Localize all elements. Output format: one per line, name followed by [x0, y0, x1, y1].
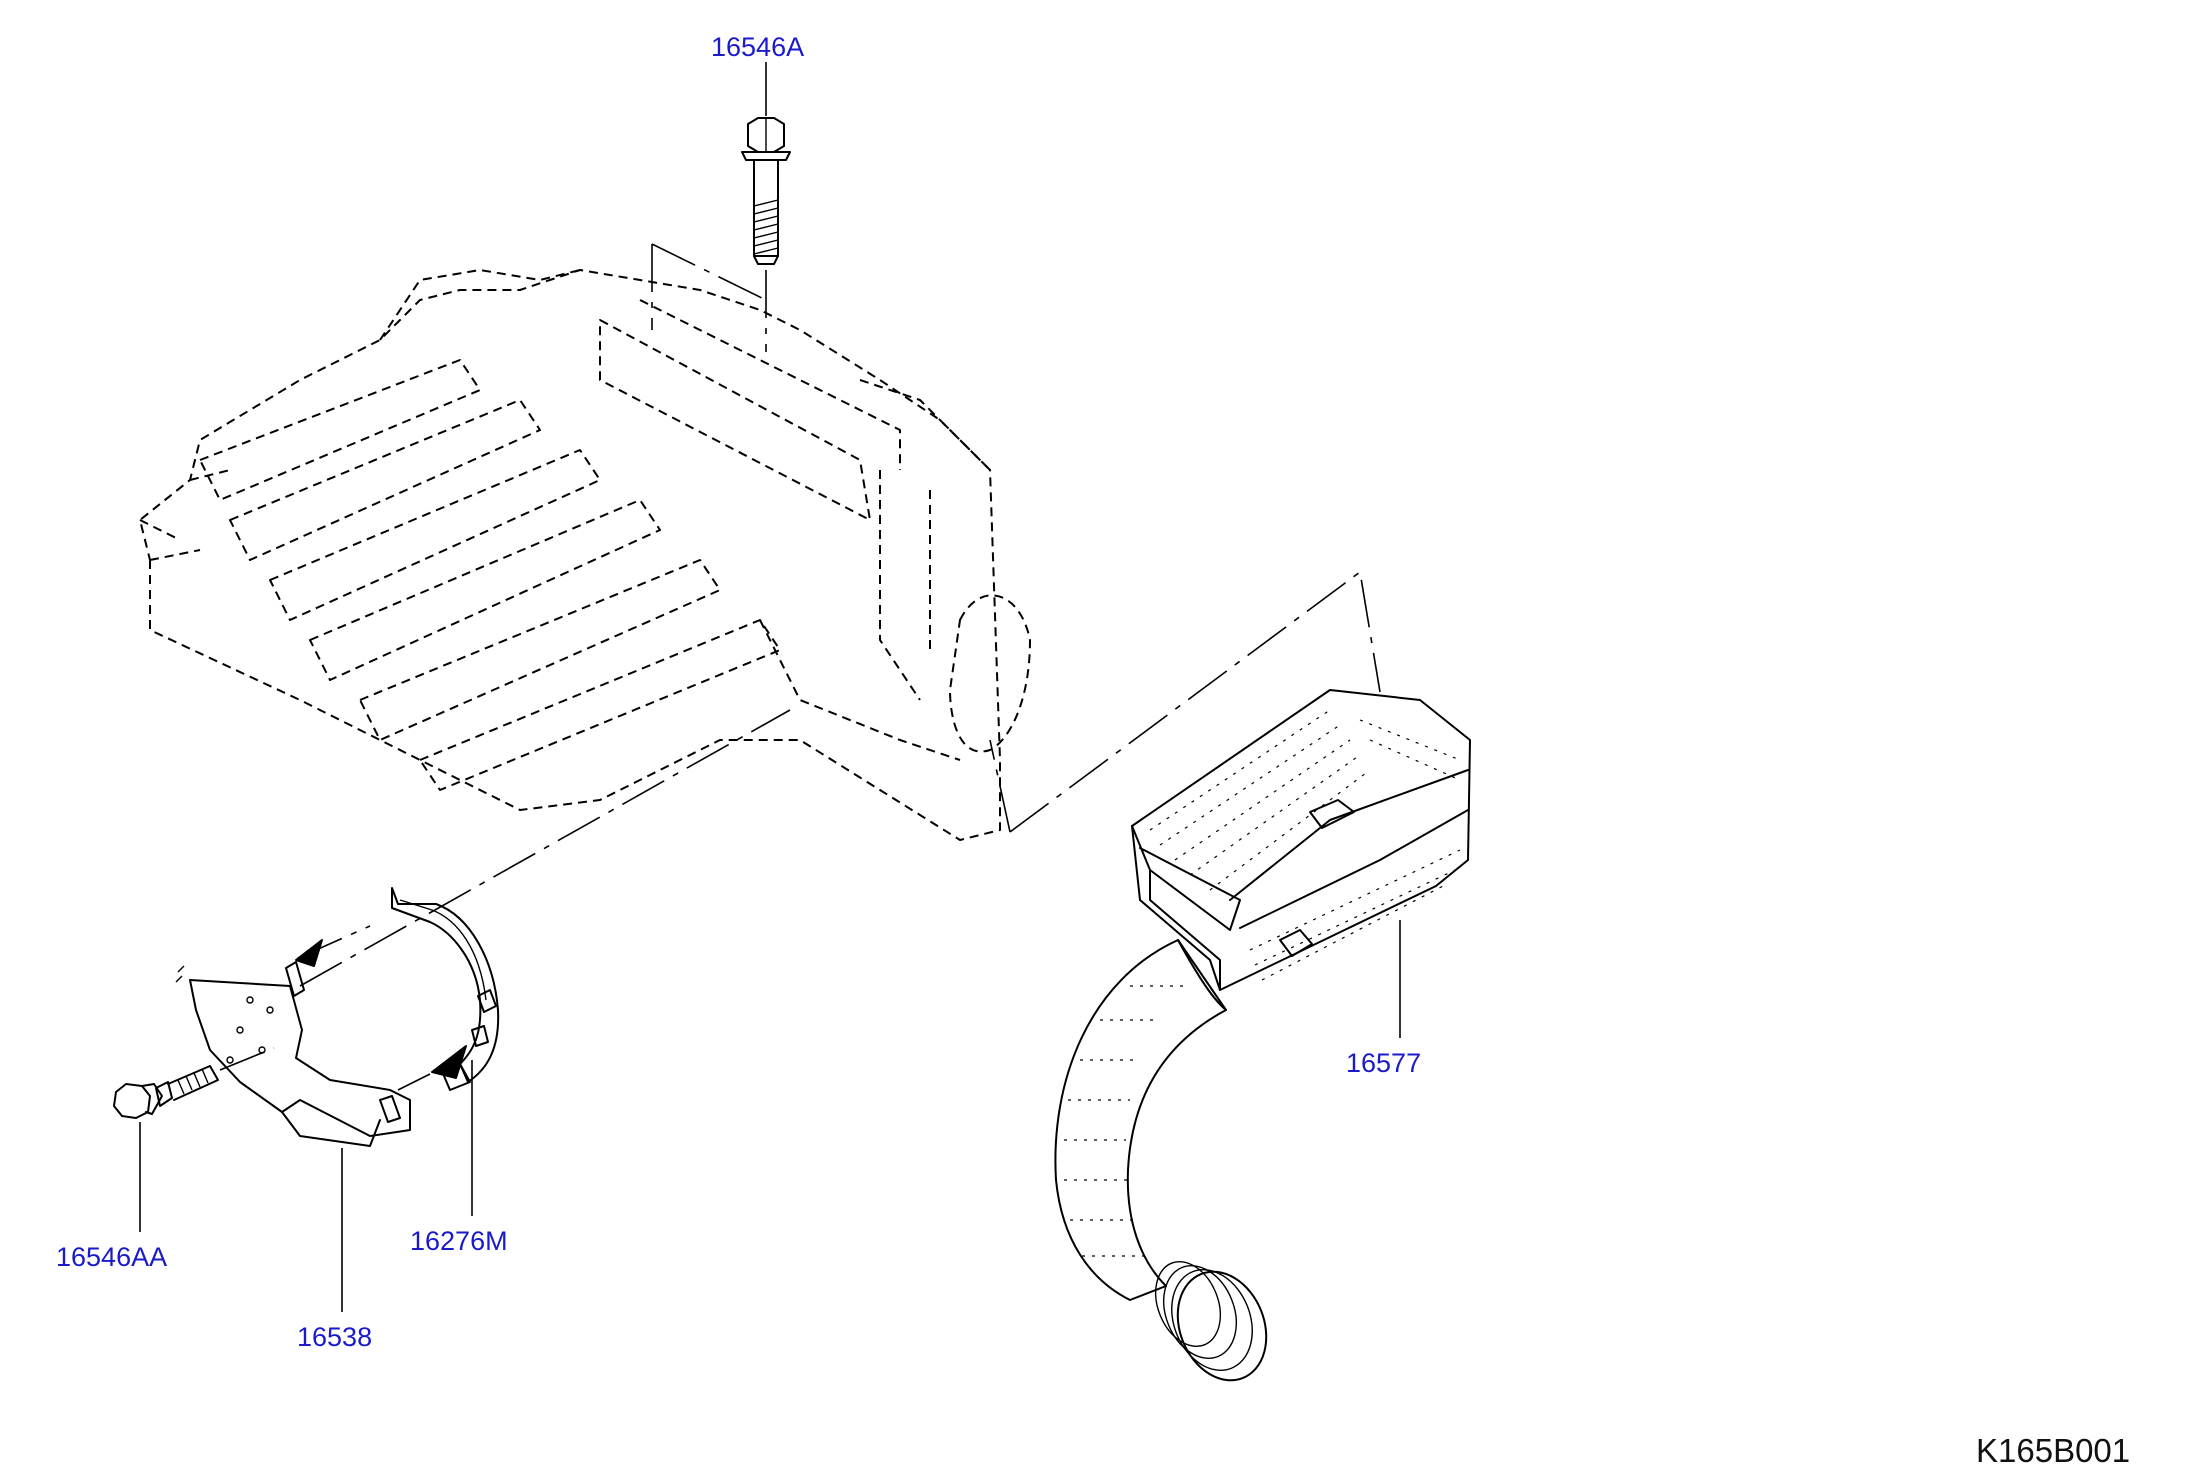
bolt-16546aa: [113, 1065, 219, 1119]
bracket-16538: [175, 961, 411, 1147]
callout-16538[interactable]: 16538: [297, 1322, 372, 1352]
bolt-16546aa-axis: [219, 1047, 275, 1071]
bolt-axis-line: [651, 243, 767, 352]
air-cleaner-16577: [1054, 689, 1471, 1382]
callout-16546aa[interactable]: 16546AA: [56, 1242, 167, 1272]
band-16276m: [391, 887, 500, 1091]
diagram-reference-code: K165B001: [1976, 1432, 2130, 1469]
arrowhead-upper: [295, 939, 323, 967]
band-alignment-line: [299, 709, 791, 987]
air-cleaner-alignment-line: [989, 570, 1381, 833]
arrowhead-lower: [431, 1045, 467, 1079]
callout-16577[interactable]: 16577: [1346, 1048, 1421, 1078]
bolt-16546a: [741, 117, 791, 265]
band-lower-line: [397, 1073, 431, 1091]
callout-16276m[interactable]: 16276M: [410, 1226, 508, 1256]
callout-16546a[interactable]: 16546A: [711, 32, 804, 62]
intake-manifold-phantom: [139, 269, 1031, 841]
